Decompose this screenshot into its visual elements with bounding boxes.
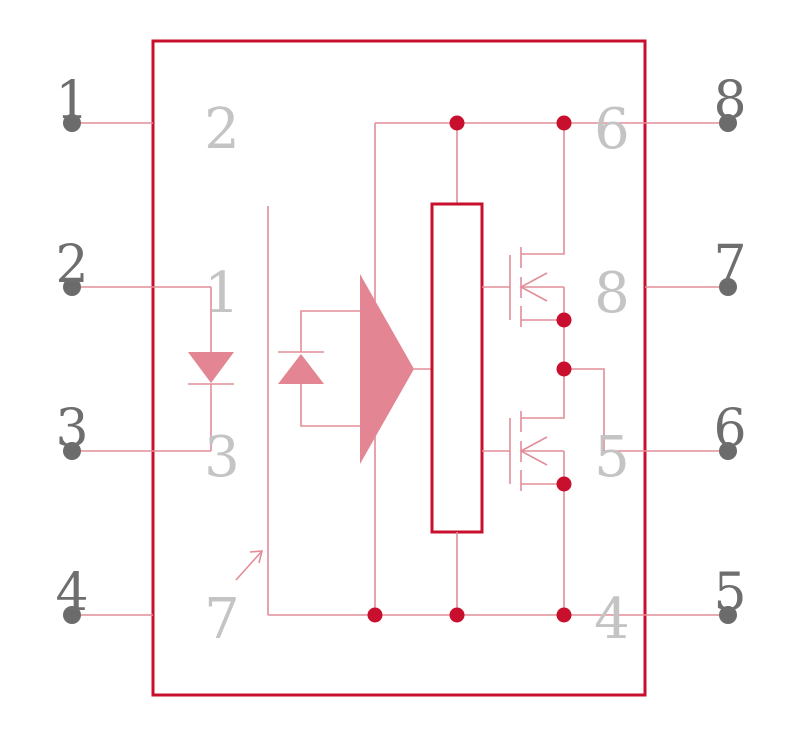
inner-label-left-4: 7 (204, 587, 240, 652)
inner-label-left-3: 3 (204, 425, 240, 490)
pin-number-left-3: 3 (55, 399, 88, 459)
mosfet-lower (482, 320, 605, 615)
pin-number-left-2: 2 (55, 235, 88, 295)
light-arrow-icon (235, 550, 264, 581)
inner-label-left-1: 2 (204, 97, 240, 162)
junction-dots (367, 115, 572, 623)
amplifier-triangle (360, 274, 414, 464)
led-diode (188, 287, 234, 451)
inner-label-right-8: 6 (594, 97, 630, 162)
pin-number-right-5: 5 (713, 563, 746, 623)
driver-block (430, 202, 484, 534)
component-outline (151, 39, 647, 697)
inner-label-right-6: 5 (594, 425, 630, 490)
mosfet-upper (482, 123, 565, 327)
inner-label-right-7: 8 (594, 261, 630, 326)
pin-number-left-1: 1 (55, 71, 88, 131)
inner-label-left-2: 1 (204, 261, 240, 326)
pin-number-right-8: 8 (713, 71, 746, 131)
pin-dots (63, 114, 737, 624)
photodiode (278, 310, 360, 427)
pin-number-right-6: 6 (713, 399, 746, 459)
pin-number-left-4: 4 (55, 563, 88, 623)
inner-label-right-5: 4 (594, 587, 630, 652)
pin-number-right-7: 7 (713, 235, 746, 295)
